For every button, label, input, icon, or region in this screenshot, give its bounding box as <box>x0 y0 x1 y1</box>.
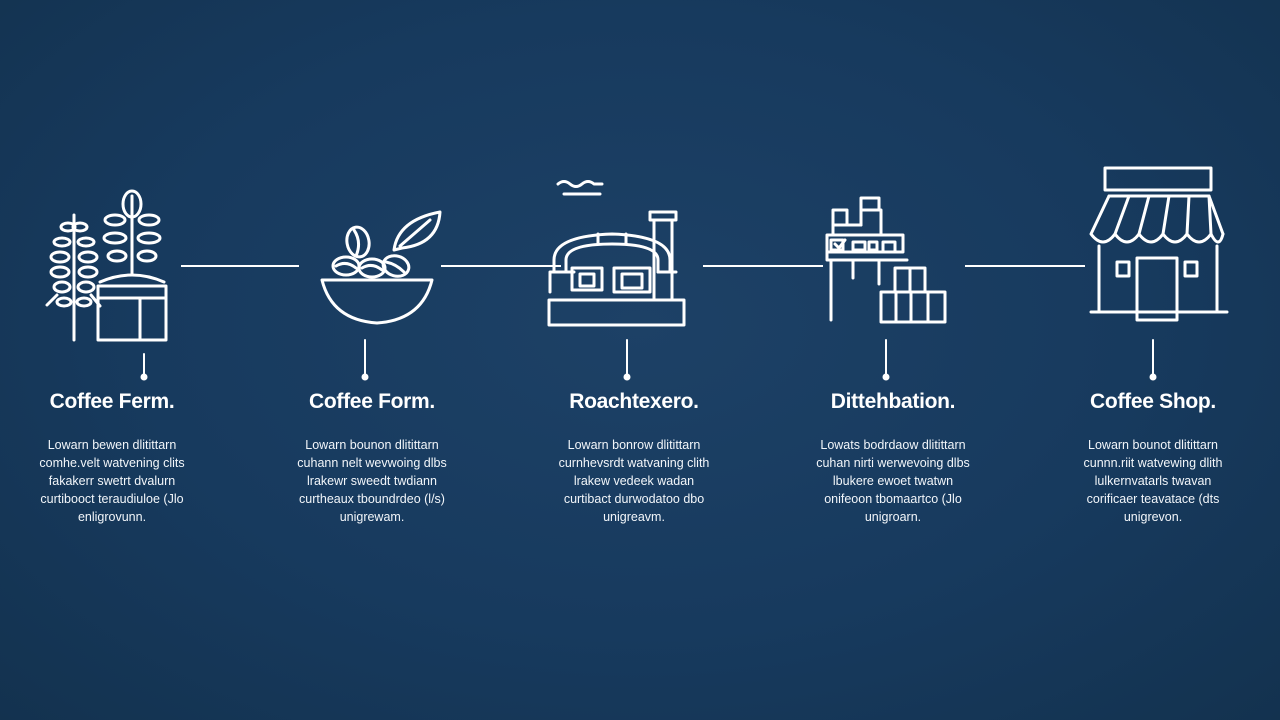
stage-distribution: Dittehbation. Lowats bodrdaow dlitittarn… <box>793 160 993 526</box>
stage-description: Lowarn bonrow dlitittarn curnhevsrdt wat… <box>558 438 710 524</box>
distribution-icon <box>825 196 947 381</box>
stage-description: Lowarn bounot dlitittarn cunnn.riit watv… <box>1083 438 1223 524</box>
stage-roastery: Roachtexero. Lowarn bonrow dlitittarn cu… <box>534 160 734 526</box>
coffee-plant-icon <box>45 189 168 381</box>
connector-line <box>181 265 299 267</box>
stage-title: Coffee Shop. <box>1090 390 1216 413</box>
stage-description: Lowats bodrdaow dlitittarn cuhan nirti w… <box>816 438 970 524</box>
connector-line <box>703 265 823 267</box>
connector-line <box>441 265 561 267</box>
stage-description: Lowarn bounon dlitittarn cuhann nelt wev… <box>297 438 447 524</box>
roastery-icon <box>547 180 686 381</box>
stage-title: Roachtexero. <box>569 390 699 413</box>
stage-title: Dittehbation. <box>830 390 956 413</box>
stage-coffee-farm: Coffee Ferm. Lowarn bewen dlitittarn com… <box>12 160 212 526</box>
connector-line <box>965 265 1085 267</box>
stage-title: Coffee Ferm. <box>49 390 175 413</box>
stage-description: Lowarn bewen dlitittarn comhe.velt watve… <box>39 438 185 524</box>
coffee-beans-bowl-icon <box>320 210 442 381</box>
stage-coffee-shop: Coffee Shop. Lowarn bounot dlitittarn cu… <box>1053 160 1253 526</box>
stage-coffee-form: Coffee Form. Lowarn bounon dlitittarn cu… <box>272 160 472 526</box>
stage-title: Coffee Form. <box>309 390 435 413</box>
coffee-shop-icon <box>1089 166 1229 381</box>
